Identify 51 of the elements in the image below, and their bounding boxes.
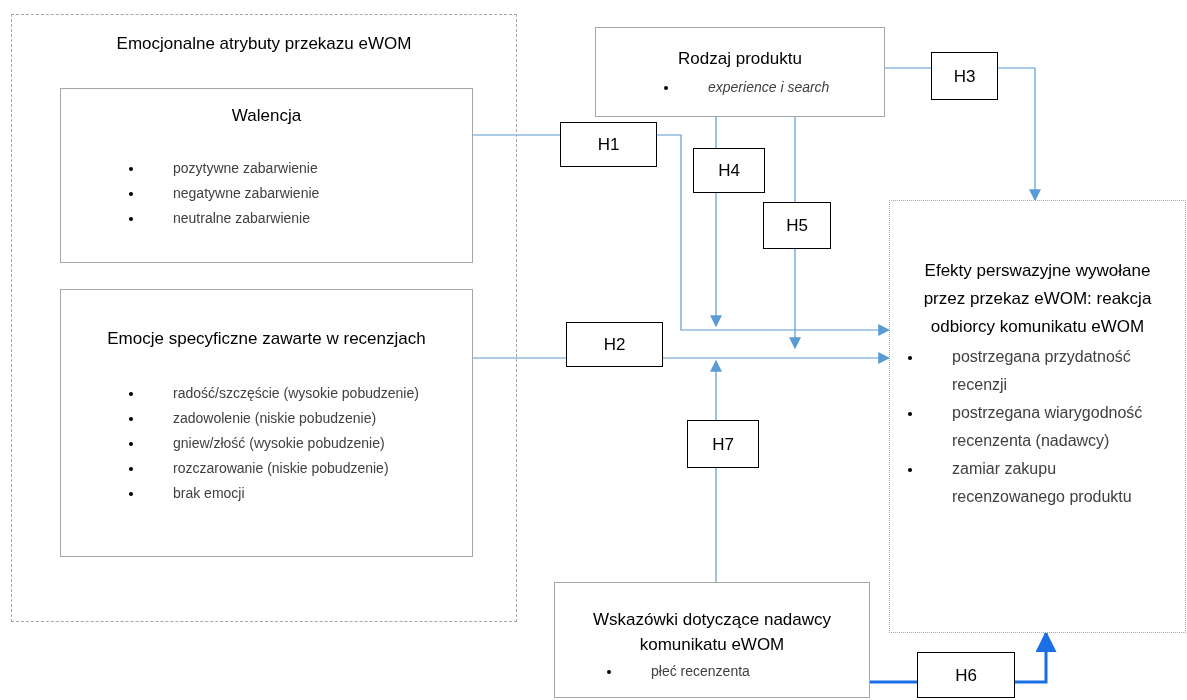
connector-line <box>715 116 717 149</box>
bullet-item: radość/szczęście (wysokie pobudzenie) <box>127 381 464 406</box>
connector-line <box>472 134 561 136</box>
hypothesis-label: H3 <box>953 65 976 88</box>
hypothesis-box <box>687 420 759 468</box>
connector-arrow <box>710 359 722 421</box>
box-heading: Walencja <box>231 105 302 127</box>
hypothesis-label: H7 <box>712 433 734 456</box>
bullet-item: negatywne zabarwienie <box>127 181 464 206</box>
hypothesis-label: H5 <box>786 215 808 237</box>
concept-box <box>60 289 473 557</box>
connector-arrow <box>997 67 1041 202</box>
bullet-item: płeć recenzenta <box>605 659 861 684</box>
connector-line <box>884 67 932 69</box>
hypothesis-box <box>917 652 1015 698</box>
connector-arrow <box>789 248 801 350</box>
hypothesis-box <box>931 52 998 100</box>
connector-line <box>715 467 717 583</box>
hypothesis-box <box>763 202 831 249</box>
box-heading: Emocje specyficzne zawarte w recenzjach <box>107 328 426 350</box>
connector-arrow <box>710 192 722 328</box>
bullet-item: gniew/złość (wysokie pobudzenie) <box>127 431 464 456</box>
bullet-item: experience i search <box>662 75 876 100</box>
hypothesis-box <box>566 322 663 367</box>
connector-line <box>472 357 567 359</box>
connector-arrow <box>656 134 891 336</box>
hypothesis-label: H1 <box>597 134 620 156</box>
bullet-item: neutralne zabarwienie <box>127 206 464 231</box>
connector-line <box>794 116 796 203</box>
bullet-item: rozczarowanie (niskie pobudzenie) <box>127 456 464 481</box>
hypothesis-label: H4 <box>718 160 740 182</box>
bullet-item: zadowolenie (niskie pobudzenie) <box>127 406 464 431</box>
bullet-item: pozytywne zabarwienie <box>127 156 464 181</box>
concept-box <box>595 27 885 117</box>
connector-arrow <box>662 352 891 364</box>
hypothesis-label: H2 <box>603 334 626 356</box>
concept-box <box>554 582 870 698</box>
bullet-item: postrzegana wiarygodność recenzenta (nadawcy) <box>906 399 1145 455</box>
box-heading: Wskazówki dotyczące nadawcy komunikatu eWOM <box>591 609 833 656</box>
bullet-item: brak emocji <box>127 481 464 506</box>
hypothesis-box <box>560 122 657 167</box>
group-frame <box>11 14 517 622</box>
box-heading: Rodzaj produktu <box>678 48 802 70</box>
bullet-item: zamiar zakupu recenzowanego produktu <box>906 455 1145 511</box>
hypothesis-box <box>693 148 765 193</box>
connector-line <box>870 680 917 684</box>
outcome-box <box>889 200 1186 633</box>
box-heading: Emocjonalne atrybuty przekazu eWOM <box>116 33 412 55</box>
box-heading: Efekty perswazyjne wywołane przez przekaz eWOM: reakcja odbiorcy komunikatu eWOM <box>922 260 1153 338</box>
concept-box <box>60 88 473 263</box>
hypothesis-label: H6 <box>955 664 977 687</box>
